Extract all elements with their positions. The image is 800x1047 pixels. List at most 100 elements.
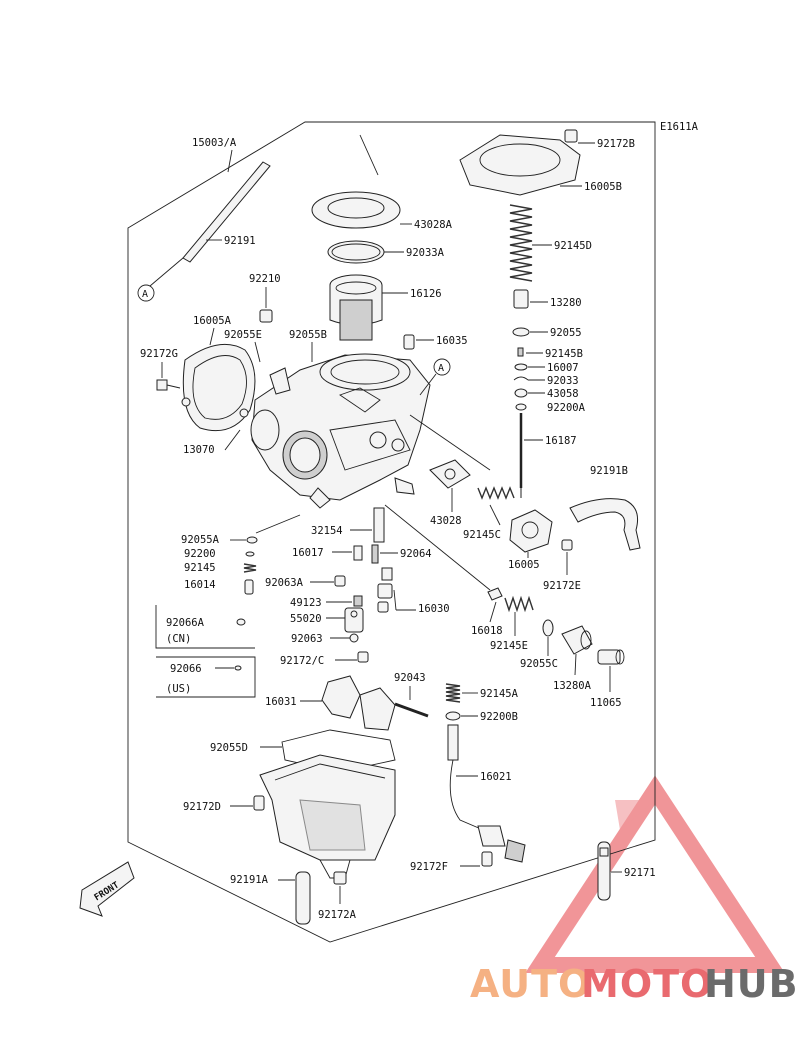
label-92191b: 92191B bbox=[590, 465, 628, 477]
label-16031: 16031 bbox=[265, 696, 297, 708]
part-92063-oring bbox=[349, 633, 359, 643]
label-55020: 55020 bbox=[290, 613, 322, 625]
part-92064-spring bbox=[371, 544, 379, 564]
part-92055d-gasket bbox=[281, 729, 396, 773]
part-92172g-screw bbox=[156, 379, 181, 391]
part-16021-cable bbox=[447, 724, 526, 863]
part-92191b-hose bbox=[569, 498, 641, 551]
part-49123-pin bbox=[353, 595, 363, 607]
front-direction-arrow: FRONT bbox=[79, 861, 135, 917]
part-16005a-cover bbox=[181, 343, 256, 432]
part-16018-screw bbox=[487, 587, 503, 601]
part-92043-pin bbox=[394, 702, 429, 718]
label-92172a: 92172A bbox=[318, 909, 357, 921]
label-92055e: 92055E bbox=[224, 329, 262, 341]
ref-marker-a-left: A bbox=[137, 284, 155, 302]
part-92033-clip bbox=[513, 376, 529, 381]
part-92033a-ring bbox=[327, 240, 385, 264]
label-92191a: 92191A bbox=[230, 874, 269, 886]
part-92145a-spring bbox=[445, 683, 461, 703]
label-16014: 16014 bbox=[184, 579, 216, 591]
part-11065-cap bbox=[597, 649, 625, 665]
part-92145-spring bbox=[243, 563, 257, 573]
label-43058: 43058 bbox=[547, 388, 579, 400]
label-92066: 92066 bbox=[170, 663, 202, 675]
part-92200b-washer bbox=[445, 711, 461, 721]
part-43028-gasket bbox=[429, 459, 471, 489]
part-55020-float bbox=[344, 607, 364, 633]
label-92145d: 92145D bbox=[554, 240, 592, 252]
part-92210-plug bbox=[259, 309, 273, 323]
part-16014-screw bbox=[244, 579, 254, 595]
label-92172d: 92172D bbox=[183, 801, 221, 813]
label-92145a: 92145A bbox=[480, 688, 519, 700]
label-92055d: 92055D bbox=[210, 742, 248, 754]
label-16126: 16126 bbox=[410, 288, 442, 300]
label-16017: 16017 bbox=[292, 547, 324, 559]
label-92191: 92191 bbox=[224, 235, 256, 247]
part-13280-holder bbox=[513, 289, 529, 309]
label-cn: (CN) bbox=[166, 633, 191, 645]
label-92172g: 92172G bbox=[140, 348, 178, 360]
part-16005-cover bbox=[509, 509, 553, 553]
label-11065: 11065 bbox=[590, 697, 622, 709]
label-92172e: 92172E bbox=[543, 580, 581, 592]
part-float-bowl bbox=[259, 754, 396, 879]
label-92033: 92033 bbox=[547, 375, 579, 387]
part-92171-clamp bbox=[597, 841, 611, 901]
ref-marker-a-right: A bbox=[433, 358, 451, 376]
label-92064: 92064 bbox=[400, 548, 432, 560]
part-92145e-spring bbox=[504, 595, 534, 613]
part-16005b-cover bbox=[459, 134, 581, 196]
watermark-part-auto: AUTO bbox=[470, 962, 591, 1006]
label-92200: 92200 bbox=[184, 548, 216, 560]
label-92172f: 92172F bbox=[410, 861, 448, 873]
label-92200a: 92200A bbox=[547, 402, 586, 414]
label-43028: 43028 bbox=[430, 515, 462, 527]
part-15003a bbox=[149, 149, 271, 287]
label-16021: 16021 bbox=[480, 771, 512, 783]
ref-marker-a-right-label: A bbox=[438, 363, 444, 374]
label-92055c: 92055C bbox=[520, 658, 558, 670]
label-13070: 13070 bbox=[183, 444, 215, 456]
diagram-code: E1611A bbox=[660, 121, 699, 133]
label-92145: 92145 bbox=[184, 562, 216, 574]
part-92172a-screw bbox=[333, 871, 347, 885]
label-92055: 92055 bbox=[550, 327, 582, 339]
part-13280a-holder bbox=[561, 625, 593, 655]
label-49123: 49123 bbox=[290, 597, 322, 609]
part-92145d-spring bbox=[509, 204, 533, 282]
label-15003a: 15003/A bbox=[192, 137, 237, 149]
watermark-part-hub: HUB bbox=[704, 962, 799, 1006]
label-us: (US) bbox=[166, 683, 191, 695]
label-13280: 13280 bbox=[550, 297, 582, 309]
part-92172c-screw bbox=[357, 651, 369, 663]
part-92172e-screw bbox=[561, 539, 573, 551]
part-92172f-screw bbox=[481, 851, 493, 867]
label-92063: 92063 bbox=[291, 633, 323, 645]
label-16005a: 16005A bbox=[193, 315, 232, 327]
part-92172b-screw bbox=[564, 129, 578, 143]
label-92063a: 92063A bbox=[265, 577, 304, 589]
label-16005b: 16005B bbox=[584, 181, 622, 193]
label-92172c: 92172/C bbox=[280, 655, 324, 667]
part-16017-jet bbox=[353, 545, 363, 561]
label-92145b: 92145B bbox=[545, 348, 583, 360]
carburetor-body bbox=[250, 353, 431, 509]
label-92145c: 92145C bbox=[463, 529, 501, 541]
part-43058-washer bbox=[514, 388, 528, 398]
label-92172b: 92172B bbox=[597, 138, 635, 150]
part-16126-piston bbox=[329, 274, 383, 341]
part-43028a-diaphragm bbox=[311, 191, 401, 229]
ref-marker-a-left-label: A bbox=[142, 289, 148, 300]
us-variant-box: 92066 (US) bbox=[156, 656, 256, 698]
label-92055b: 92055B bbox=[289, 329, 327, 341]
label-16030: 16030 bbox=[418, 603, 450, 615]
part-92145c-spring bbox=[477, 486, 515, 500]
label-92145e: 92145E bbox=[490, 640, 528, 652]
label-92033a: 92033A bbox=[406, 247, 445, 259]
label-92043: 92043 bbox=[394, 672, 426, 684]
label-92055a: 92055A bbox=[181, 534, 220, 546]
label-13280a: 13280A bbox=[553, 680, 592, 692]
